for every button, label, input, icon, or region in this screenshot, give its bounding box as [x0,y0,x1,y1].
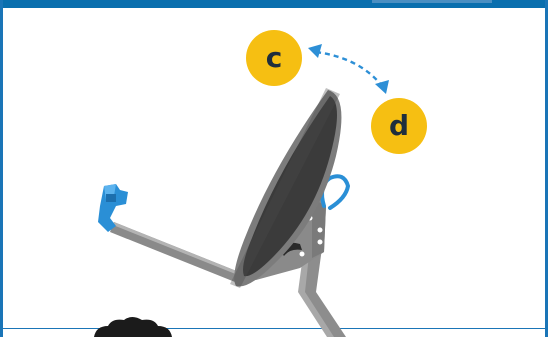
label-d-badge: d [371,98,427,154]
label-c-text: c [265,41,283,74]
header-strip [372,0,492,3]
lnb-arm [110,222,244,284]
lnb-icon [98,184,128,232]
ground-shape [94,317,172,337]
bottom-border [0,328,548,329]
label-c-badge: c [246,30,302,86]
satellite-dish-icon [230,88,342,288]
mast [298,248,346,337]
double-arrow-curved-icon [308,44,389,94]
label-d-text: d [388,109,410,142]
header-bar [0,0,548,8]
